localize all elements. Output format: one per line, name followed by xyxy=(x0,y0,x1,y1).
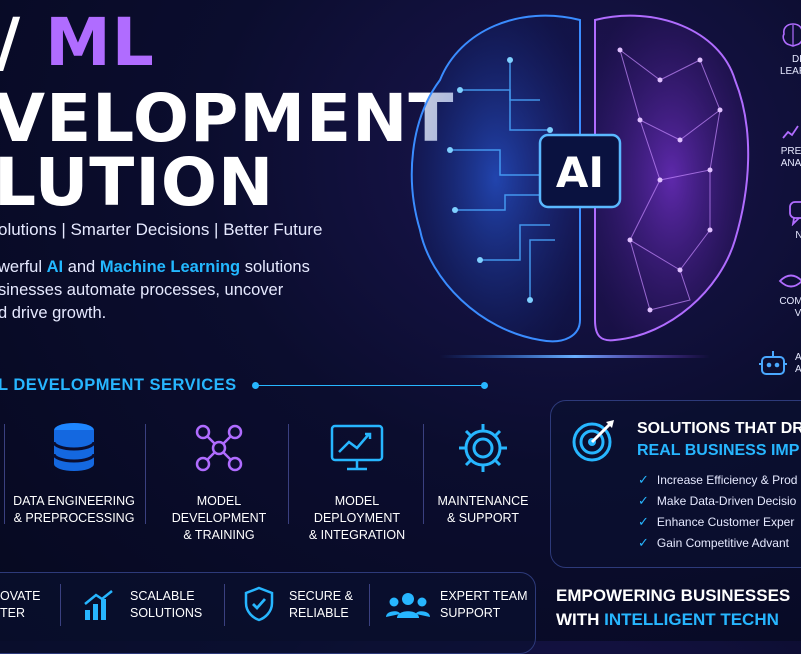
check-icon: ✓ xyxy=(638,472,649,487)
services-heading-rule xyxy=(256,385,484,386)
database-icon xyxy=(52,423,96,471)
network-icon xyxy=(195,424,243,472)
impact-list-item: ✓Increase Efficiency & Prod xyxy=(638,472,798,487)
rule-dot-left xyxy=(252,382,259,389)
hero-description: werful AI and Machine Learning solutions… xyxy=(0,258,310,322)
empower-line2: WITH INTELLIGENT TECHN xyxy=(556,610,779,629)
growth-chart-icon xyxy=(84,590,113,620)
ai-brain-illustration xyxy=(410,14,750,358)
eye-icon xyxy=(778,274,801,288)
title-ml: ML xyxy=(45,4,155,81)
service-model-deployment[interactable]: MODEL DEPLOYMENT& INTEGRATION xyxy=(292,420,422,542)
target-icon xyxy=(572,420,614,462)
right-rail-item: N xyxy=(788,200,801,242)
ai-chip xyxy=(538,133,622,209)
impact-title-line1: SOLUTIONS THAT DR xyxy=(637,420,801,437)
feature-secure: SECURE &RELIABLE xyxy=(289,589,353,620)
chat-icon xyxy=(789,201,801,227)
service-model-development[interactable]: MODEL DEVELOPMENT& TRAINING xyxy=(150,420,288,542)
shield-check-icon xyxy=(244,586,274,622)
impact-list-item: ✓Gain Competitive Advant xyxy=(638,535,789,550)
ai-chip-label: AI xyxy=(555,148,605,197)
brain-outline-icon xyxy=(782,23,801,47)
check-icon: ✓ xyxy=(638,514,649,529)
title-slash: / xyxy=(0,4,21,81)
impact-panel xyxy=(550,400,801,568)
check-icon: ✓ xyxy=(638,535,649,550)
empower-line1: EMPOWERING BUSINESSES xyxy=(556,586,791,605)
impact-list-item: ✓Enhance Customer Exper xyxy=(638,514,795,529)
gear-icon xyxy=(459,424,507,472)
divider xyxy=(224,584,225,626)
hero-title-line3: LUTION xyxy=(0,144,275,221)
service-data-engineering[interactable]: DATA ENGINEERING& PREPROCESSING xyxy=(10,420,138,530)
divider xyxy=(145,424,146,524)
divider xyxy=(4,424,5,524)
monitor-chart-icon xyxy=(330,424,384,471)
hero-tagline: olutions | Smarter Decisions | Better Fu… xyxy=(0,220,323,239)
analytics-icon xyxy=(782,125,799,139)
divider xyxy=(369,584,370,626)
check-icon: ✓ xyxy=(638,493,649,508)
hero-title-line1: / ML xyxy=(0,10,155,76)
divider xyxy=(423,424,424,524)
service-maintenance[interactable]: MAINTENANCE& SUPPORT xyxy=(428,420,538,530)
right-rail-item: DELEAR xyxy=(778,20,801,78)
divider xyxy=(288,424,289,524)
rule-dot-right xyxy=(481,382,488,389)
impact-title-line2: REAL BUSINESS IMP xyxy=(637,442,800,459)
robot-icon xyxy=(759,351,787,375)
divider xyxy=(60,584,61,626)
team-icon xyxy=(386,593,430,618)
hero-title-line2: VELOPMENT xyxy=(0,80,455,157)
impact-list-item: ✓Make Data-Driven Decisio xyxy=(638,493,797,508)
services-heading: L DEVELOPMENT SERVICES xyxy=(0,376,237,394)
